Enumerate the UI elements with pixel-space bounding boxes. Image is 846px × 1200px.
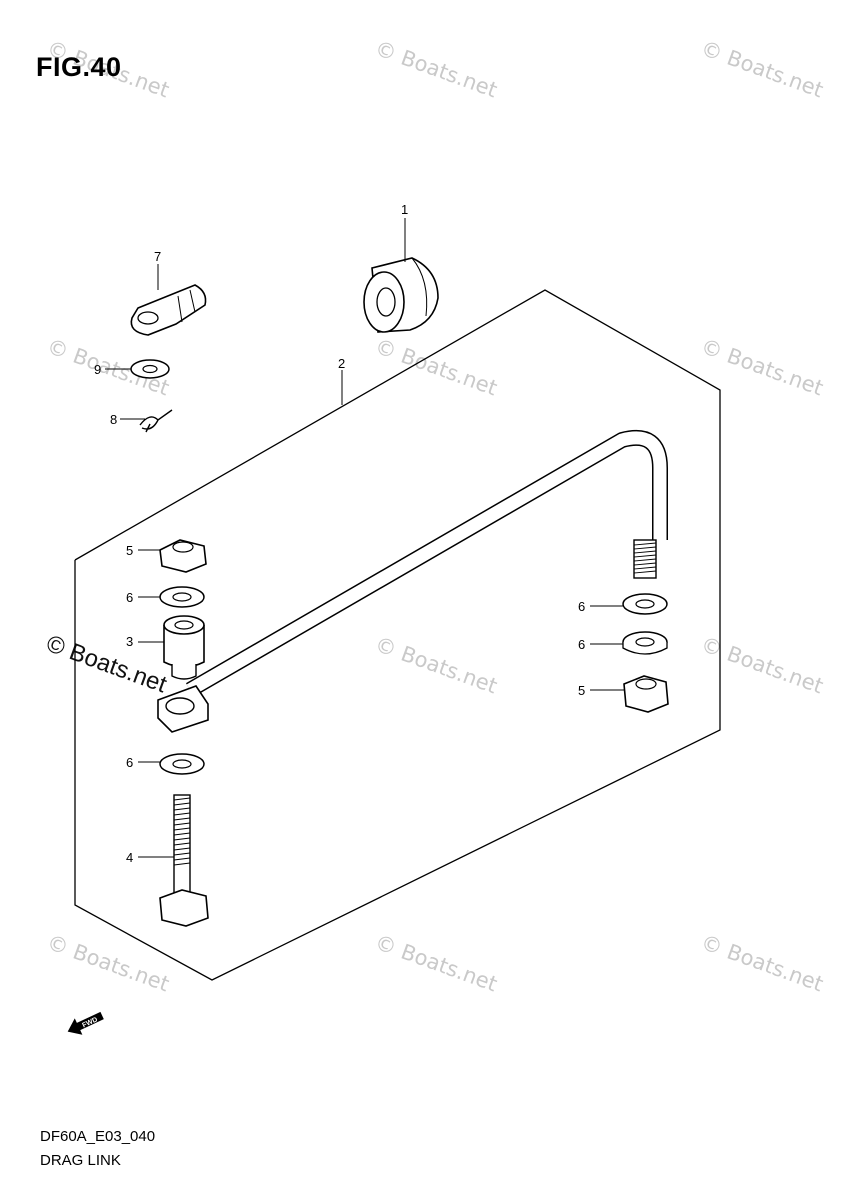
- figure-caption: DRAG LINK: [40, 1152, 121, 1169]
- part-6-washer-right-bottom: [622, 631, 668, 655]
- callout-9: 9: [94, 362, 101, 377]
- callout-6-right-top: 6: [578, 599, 585, 614]
- callout-6-right-bottom: 6: [578, 637, 585, 652]
- part-7-link-end: [130, 284, 207, 336]
- fwd-arrow-icon: FWD: [67, 1011, 104, 1035]
- leader-lines: [105, 218, 624, 858]
- part-6-washer-left-top: [159, 586, 205, 608]
- part-1-grommet: [363, 257, 439, 333]
- callout-8: 8: [110, 412, 117, 427]
- callout-6-left-bottom: 6: [126, 755, 133, 770]
- part-9-washer: [130, 359, 170, 379]
- part-5-nut-right: [623, 675, 669, 713]
- part-3-collar: [163, 615, 205, 680]
- callout-5-right: 5: [578, 683, 585, 698]
- model-code: DF60A_E03_040: [40, 1128, 156, 1145]
- part-6-washer-left-bottom: [159, 753, 205, 775]
- fwd-label: FWD: [81, 1016, 98, 1029]
- assembly-box: [74, 289, 721, 981]
- part-5-nut-left: [159, 539, 207, 573]
- part-6-washer-right-top: [622, 593, 668, 615]
- callout-4: 4: [126, 850, 133, 865]
- figure-title: FIG.40: [36, 52, 122, 82]
- callout-6-left-top: 6: [126, 590, 133, 605]
- callout-1: 1: [401, 202, 408, 217]
- part-4-bolt: [159, 794, 209, 927]
- callout-2: 2: [338, 356, 345, 371]
- callout-7: 7: [154, 249, 161, 264]
- callout-3: 3: [126, 634, 133, 649]
- part-8-cotter-pin: [139, 409, 173, 433]
- part-2-drag-link-rod: [157, 429, 668, 733]
- callout-5-left: 5: [126, 543, 133, 558]
